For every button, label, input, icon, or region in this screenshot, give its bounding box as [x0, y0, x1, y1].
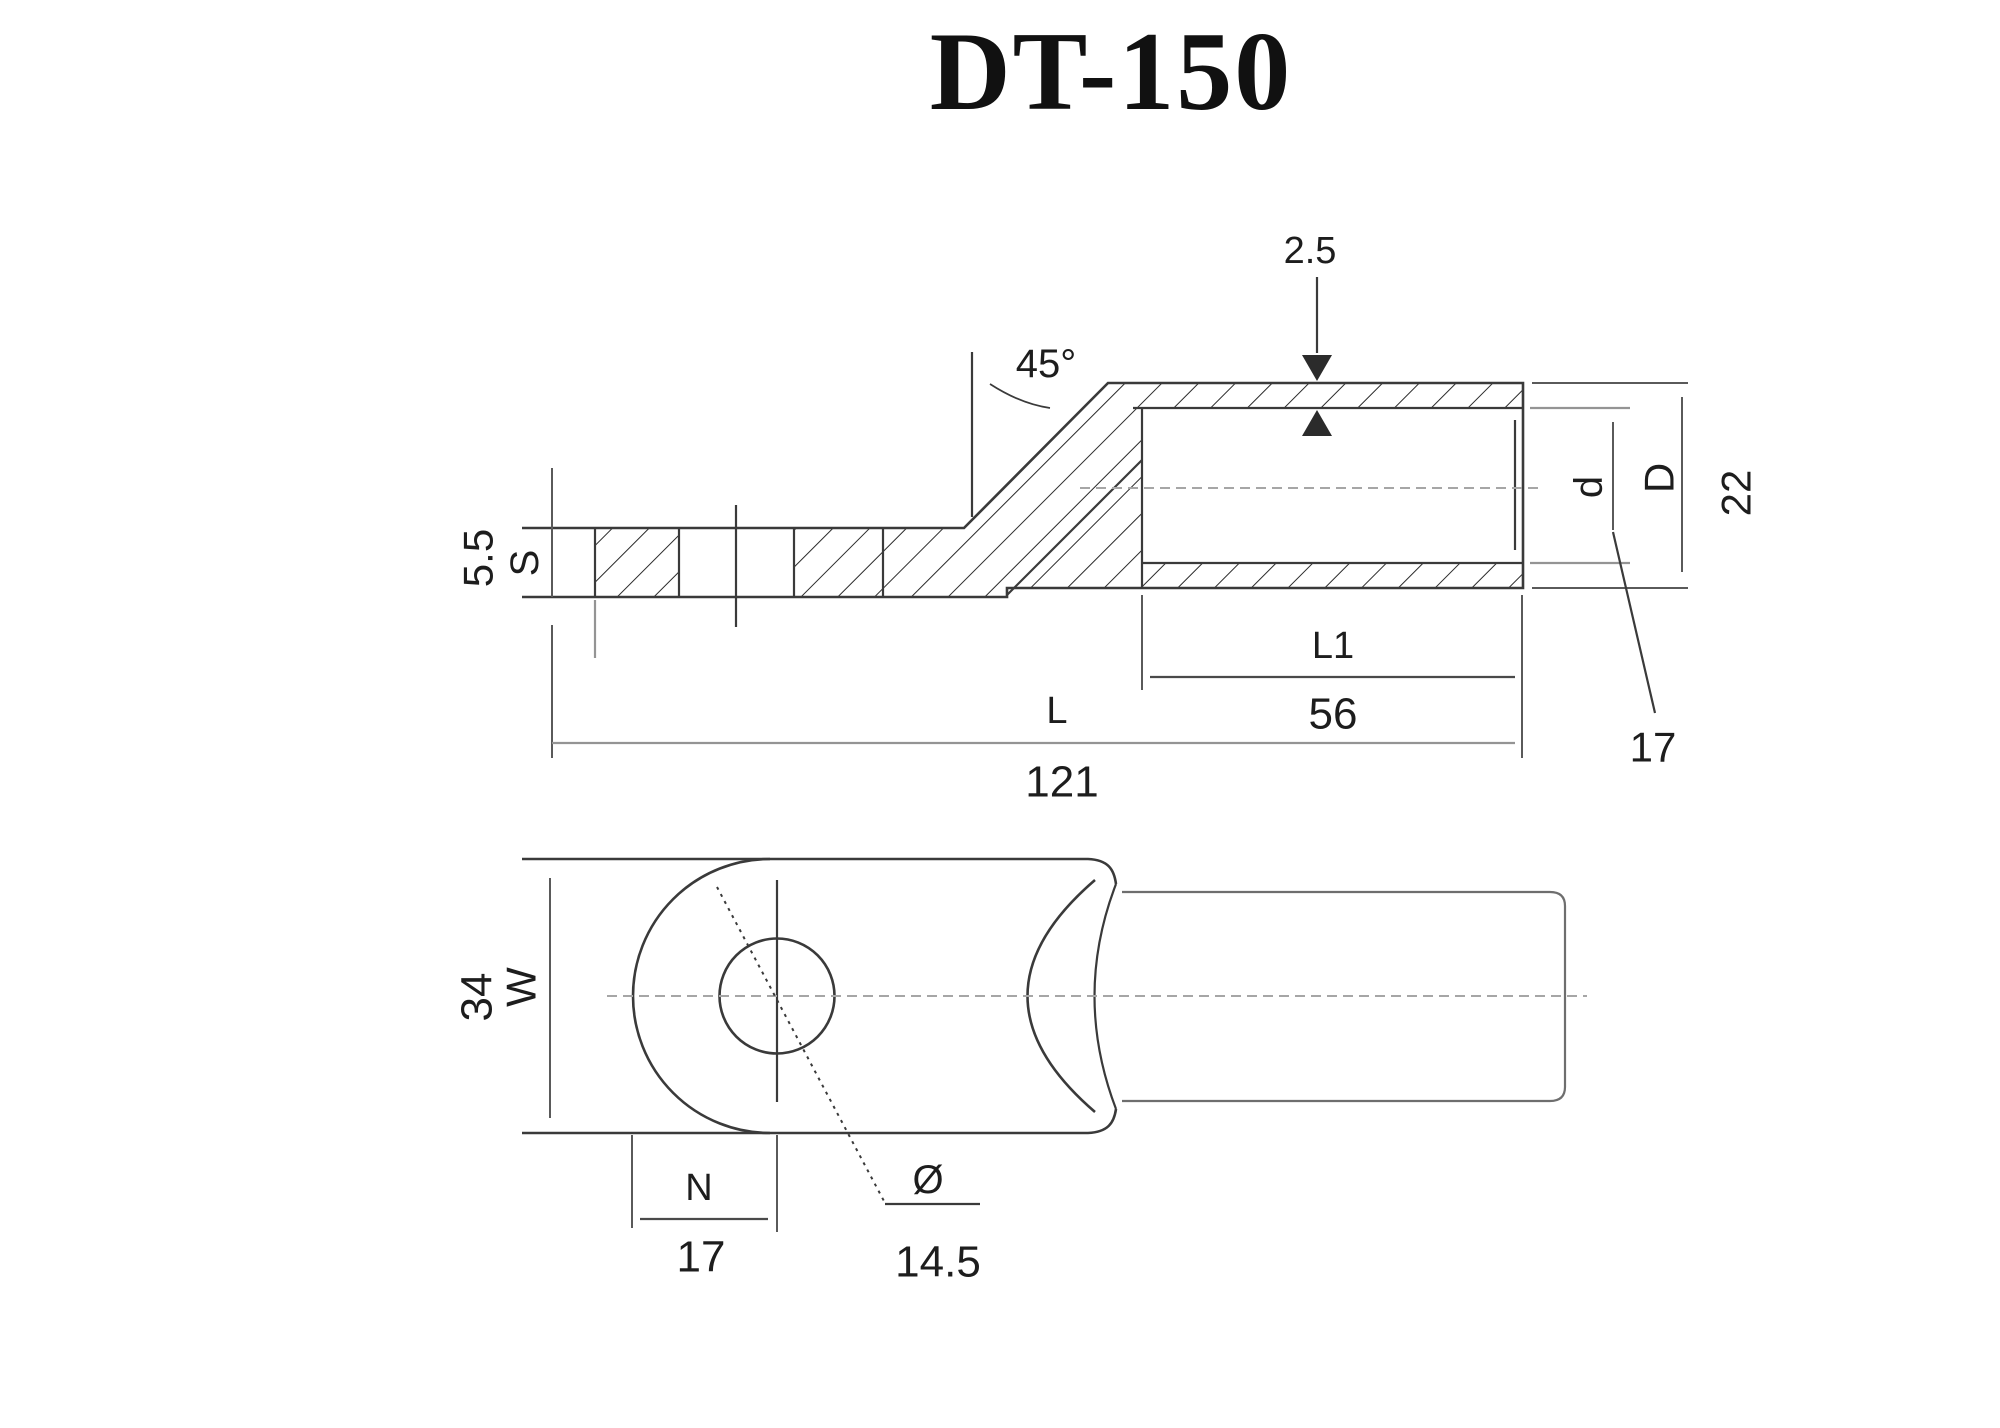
- hole-diameter-leader-line: [716, 886, 886, 1204]
- palm-width-value: 34: [453, 973, 502, 1022]
- barrel-length-value: 56: [1309, 690, 1358, 739]
- wall-thickness-label: 2.5: [1284, 230, 1337, 272]
- hole-diameter-symbol: Ø: [912, 1158, 943, 1202]
- bore-diameter-symbol: d: [1567, 476, 1611, 498]
- down-arrow-icon: [1302, 355, 1332, 381]
- palm-thickness-symbol: S: [503, 550, 547, 577]
- hole-offset-symbol: N: [685, 1167, 712, 1209]
- hole-offset-value: 17: [677, 1233, 726, 1282]
- bore-diameter-value: 17: [1630, 724, 1677, 771]
- total-length-symbol: L: [1046, 690, 1067, 732]
- section-hatch-middle-block: [794, 528, 883, 597]
- side-view-outline: [522, 381, 1525, 599]
- outer-diameter-symbol: D: [1636, 463, 1683, 493]
- side-view: 45° 2.5 5.5 S d D 22 17: [455, 230, 1760, 807]
- barrel-top-view-outline: [1122, 890, 1567, 1103]
- top-view: Ø 14.5 W 34 N 17: [453, 857, 1587, 1287]
- palm-width-symbol: W: [498, 967, 545, 1007]
- section-hatch-barrel-region: [883, 383, 1523, 597]
- angle-arc: [989, 383, 1051, 409]
- palm-top-edge: [522, 857, 1118, 885]
- palm-thickness-value: 5.5: [455, 529, 502, 587]
- palm-round-end: [631, 857, 771, 1135]
- barrel-length-symbol: L1: [1312, 625, 1354, 667]
- total-length-value: 121: [1025, 758, 1098, 807]
- bore-diameter-leader-line: [1611, 531, 1657, 714]
- palm-bottom-edge: [522, 1108, 1118, 1135]
- page-title: DT-150: [929, 10, 1293, 134]
- outer-diameter-value: 22: [1713, 470, 1760, 517]
- hole-diameter-value: 14.5: [895, 1238, 981, 1287]
- angle-label: 45°: [1016, 342, 1077, 386]
- up-arrow-icon: [1302, 410, 1332, 436]
- section-hatch-left-block: [595, 528, 679, 597]
- chamfer-inner-edge: [1006, 459, 1143, 596]
